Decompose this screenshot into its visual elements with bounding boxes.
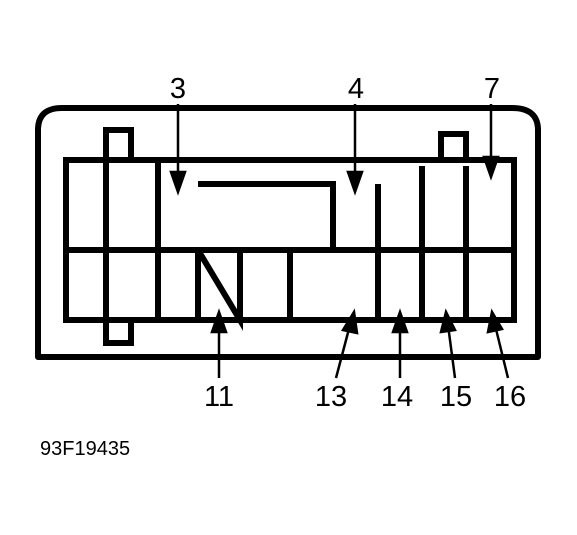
pin-label-3: 3 xyxy=(170,73,186,105)
pin-label-16: 16 xyxy=(494,381,526,413)
bottom-pin-arrows xyxy=(210,308,510,379)
connector-housing xyxy=(35,105,541,360)
pin-label-15: 15 xyxy=(440,381,472,413)
pin-label-7: 7 xyxy=(484,73,500,105)
top-pin-arrows xyxy=(169,104,500,196)
pin-label-14: 14 xyxy=(381,381,413,413)
pin-dividers xyxy=(155,166,469,320)
pin-label-4: 4 xyxy=(348,73,364,105)
center-key xyxy=(192,181,336,331)
pin-label-13: 13 xyxy=(315,381,347,413)
right-lock-tab xyxy=(438,131,469,160)
pin-label-11: 11 xyxy=(204,381,234,413)
figure-id: 93F19435 xyxy=(40,438,131,460)
